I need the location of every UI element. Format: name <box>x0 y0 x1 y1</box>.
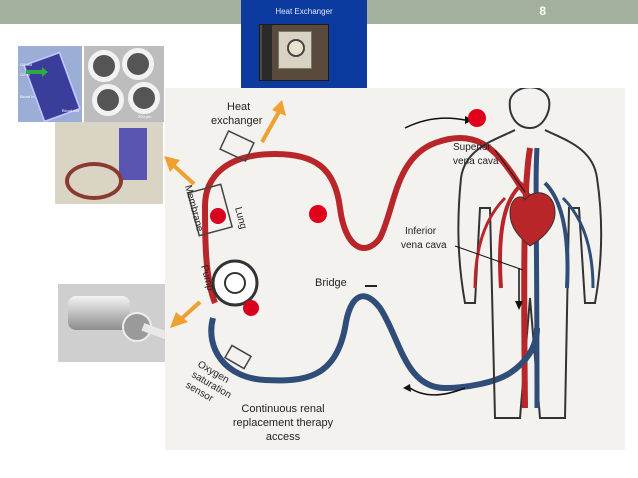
slide-number: 8 <box>539 4 546 18</box>
oxy-label-o2-in: O2 in <box>20 72 30 77</box>
heat-exchanger-title: Heat Exchanger <box>275 7 333 16</box>
oxy-label-blood-in: Blood in <box>20 94 34 99</box>
oxy-label-o2-out: O2 out <box>20 62 33 67</box>
pump-icon <box>211 259 259 307</box>
venous-line <box>208 293 512 392</box>
label-membrane: Membrane <box>182 184 205 233</box>
label-pump: Pump <box>198 264 215 293</box>
label-oxygen-sensor: Oxygensaturationsensor <box>184 359 240 411</box>
ecmo-circuit-photo <box>55 122 163 204</box>
label-lung: Lung <box>232 206 248 230</box>
fiber-scale-label: 200 µm <box>138 114 152 119</box>
hollow-fiber-photo: 200 µm <box>84 46 164 122</box>
heat-exchanger-photo <box>259 24 329 81</box>
arterial-line <box>202 135 533 251</box>
label-bridge: Bridge <box>315 277 347 289</box>
heat-exchanger-photo-card: Heat Exchanger <box>241 0 367 93</box>
oxy-label-blood-out: Blood out <box>62 108 80 113</box>
oxygenator-photo: O2 out O2 in Blood in Blood out <box>18 46 82 122</box>
centrifugal-pump-photo <box>58 284 174 362</box>
